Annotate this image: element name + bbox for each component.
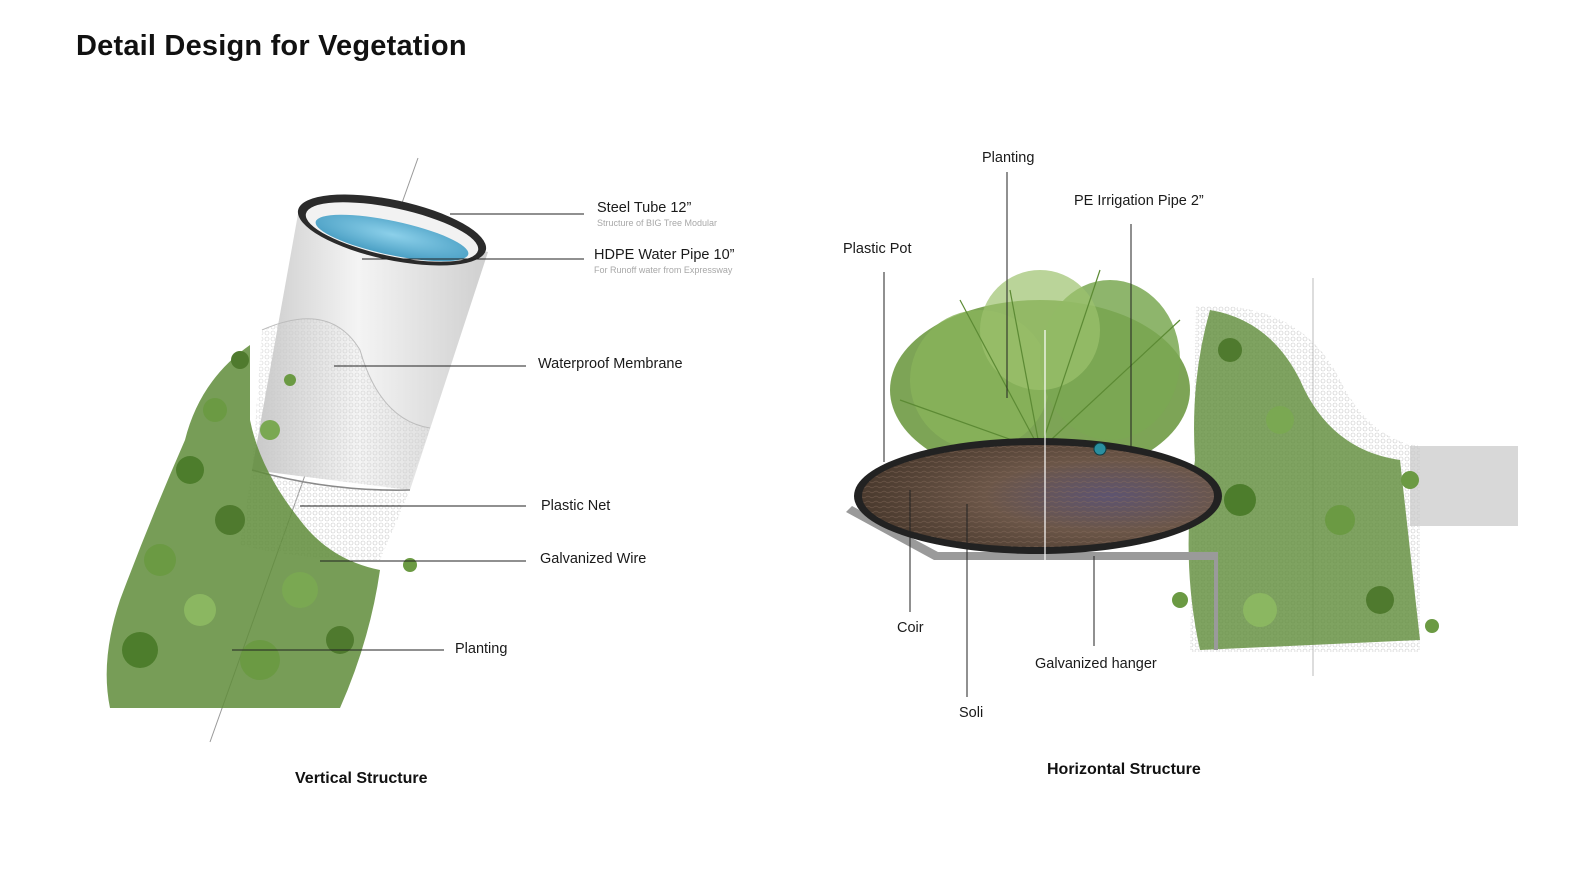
- label-hdpe-pipe: HDPE Water Pipe 10”: [594, 247, 735, 263]
- label-plastic-pot: Plastic Pot: [843, 241, 912, 257]
- ivy-planting: [106, 345, 417, 708]
- vertical-structure-illustration: [106, 157, 584, 743]
- horizontal-pipe: [1410, 446, 1518, 526]
- label-coir: Coir: [897, 620, 924, 636]
- fern-planting: [890, 269, 1190, 480]
- waterproof-membrane: [252, 318, 430, 490]
- label-pe-irrigation-pipe: PE Irrigation Pipe 2”: [1074, 193, 1204, 209]
- label-horizontal-planting: Planting: [982, 150, 1035, 166]
- irrigation-pipe-outlet: [1093, 442, 1107, 456]
- label-steel-tube-sub: Structure of BIG Tree Modular: [597, 218, 718, 228]
- ivy-wall-planting: [1172, 310, 1439, 650]
- label-waterproof-membrane: Waterproof Membrane: [538, 356, 683, 372]
- label-soil: Soli: [959, 705, 984, 721]
- label-galvanized-hanger: Galvanized hanger: [1035, 656, 1157, 672]
- caption-vertical-structure: Vertical Structure: [295, 770, 428, 787]
- label-vertical-planting: Planting: [455, 641, 508, 657]
- vertical-leader-lines: [232, 213, 584, 651]
- label-plastic-net: Plastic Net: [541, 498, 611, 514]
- caption-horizontal-structure: Horizontal Structure: [1047, 761, 1201, 778]
- horizontal-leader-lines: [883, 172, 1132, 697]
- page-title: Detail Design for Vegetation: [76, 30, 467, 62]
- hdpe-water: [315, 214, 469, 262]
- label-galvanized-wire: Galvanized Wire: [540, 551, 647, 567]
- label-hdpe-pipe-sub: For Runoff water from Expressway: [594, 265, 733, 275]
- horizontal-structure-illustration: [846, 172, 1518, 697]
- label-steel-tube: Steel Tube 12”: [597, 200, 692, 216]
- galvanized-hanger: [846, 506, 1216, 560]
